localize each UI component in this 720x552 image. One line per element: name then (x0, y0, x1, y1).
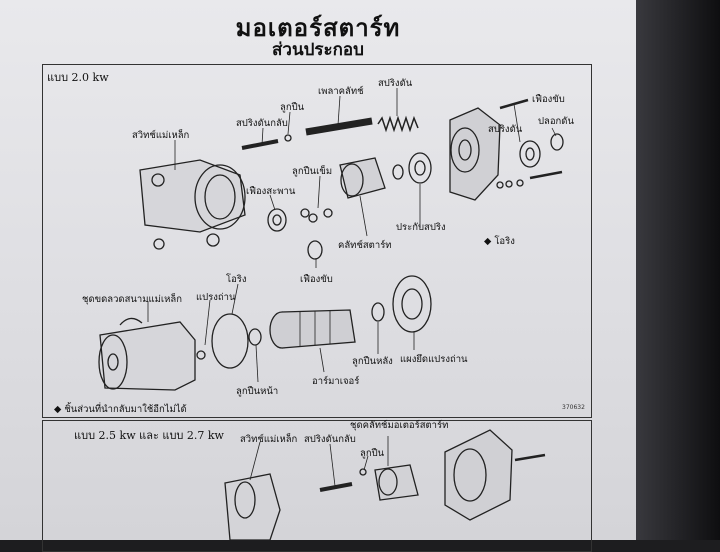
armature-drawing (269, 309, 356, 349)
footnote: ◆ ชิ้นส่วนที่นำกลับมาใช้อีกไม่ได้ (54, 404, 187, 415)
label-starter-clutch: คลัทช์สตาร์ท (338, 240, 392, 251)
clutch-shaft-drawing (305, 117, 373, 136)
oring-drawing (211, 313, 249, 369)
label-armature: อาร์มาเจอร์ (312, 376, 360, 387)
label-brush-holder: แผงยึดแปรงถ่าน (400, 354, 468, 365)
label-solenoid: สวิทช์แม่เหล็ก (132, 130, 190, 141)
section-2kw-frame (42, 64, 592, 418)
label-front-bearing: ลูกปืนหน้า (236, 386, 279, 397)
brush-holder-drawing (392, 275, 432, 333)
needle-bearing-drawing (300, 208, 333, 223)
drive-gear-drawing (519, 140, 541, 168)
bearing-cup-drawing (550, 133, 564, 151)
label-rear-bearing: ลูกปืนหลัง (352, 356, 393, 367)
label-ball: ลูกปืน (280, 102, 305, 113)
label-clutch-shaft: เพลาคลัทช์ (318, 86, 364, 97)
label-field-frame: ชุดขดลวดสนามแม่เหล็ก (82, 294, 182, 305)
front-bearing-drawing (248, 328, 262, 346)
footnote-text: ชิ้นส่วนที่นำกลับมาใช้อีกไม่ได้ (64, 404, 187, 415)
label-oring-right: ◆ โอริง (484, 236, 515, 247)
section2-header: แบบ 2.5 kw และ แบบ 2.7 kw (74, 429, 224, 442)
label-spring-retainer: ประกับสปริง (396, 222, 446, 233)
label-oring-mid: โอริง (226, 274, 247, 285)
label-bearing-cup: ปลอกดัน (538, 116, 574, 127)
label-spring-top: สปริงดัน (378, 78, 413, 89)
label-s2-solenoid: สวิทช์แม่เหล็ก (240, 434, 298, 445)
field-frame-drawing (98, 317, 196, 391)
label-return-spring: สปริงดันกลับ (236, 118, 288, 129)
manual-page: มอเตอร์สตาร์ท ส่วนประกอบ (0, 0, 636, 552)
label-drive-gear-top: เฟืองขับ (532, 94, 565, 105)
spring-retainer-drawing (392, 152, 432, 184)
page-title: มอเตอร์สตาร์ท (235, 14, 401, 42)
bolt-drawing-2 (529, 170, 563, 180)
page-subtitle: ส่วนประกอบ (272, 40, 364, 60)
label-s2-return-spring: สปริงดันกลับ (304, 434, 356, 445)
label-clutch-assy: ชุดคลัทช์มอเตอร์สตาร์ท (350, 420, 449, 431)
drive-gear-mid-drawing (307, 240, 323, 260)
label-brush-spring: แปรงถ่าน (196, 292, 236, 303)
label-s2-ball: ลูกปืน (360, 448, 385, 459)
drive-housing-drawing (449, 107, 501, 201)
starter-clutch-drawing (339, 157, 386, 199)
label-drive-gear-mid: เฟืองขับ (300, 274, 333, 285)
monitor-bezel (632, 0, 720, 540)
spring-drawing (377, 115, 419, 133)
ball-drawing (284, 134, 292, 142)
exploded-diagram (98, 88, 564, 540)
solenoid-drawing (139, 159, 246, 250)
label-idler-gear: เฟืองสะพาน (246, 186, 296, 197)
label-oring-right-text: โอริง (494, 236, 515, 247)
section1-header: แบบ 2.0 kw (47, 71, 109, 84)
return-spring-drawing (241, 139, 279, 150)
section2-drawing (224, 429, 546, 540)
label-spring-right: สปริงดัน (488, 124, 523, 135)
label-needle-bearing: ลูกปืนเข็ม (292, 166, 333, 177)
figure-code: 370632 (562, 404, 585, 411)
rear-bearing-drawing (371, 302, 385, 322)
idler-gear-drawing (267, 208, 287, 232)
